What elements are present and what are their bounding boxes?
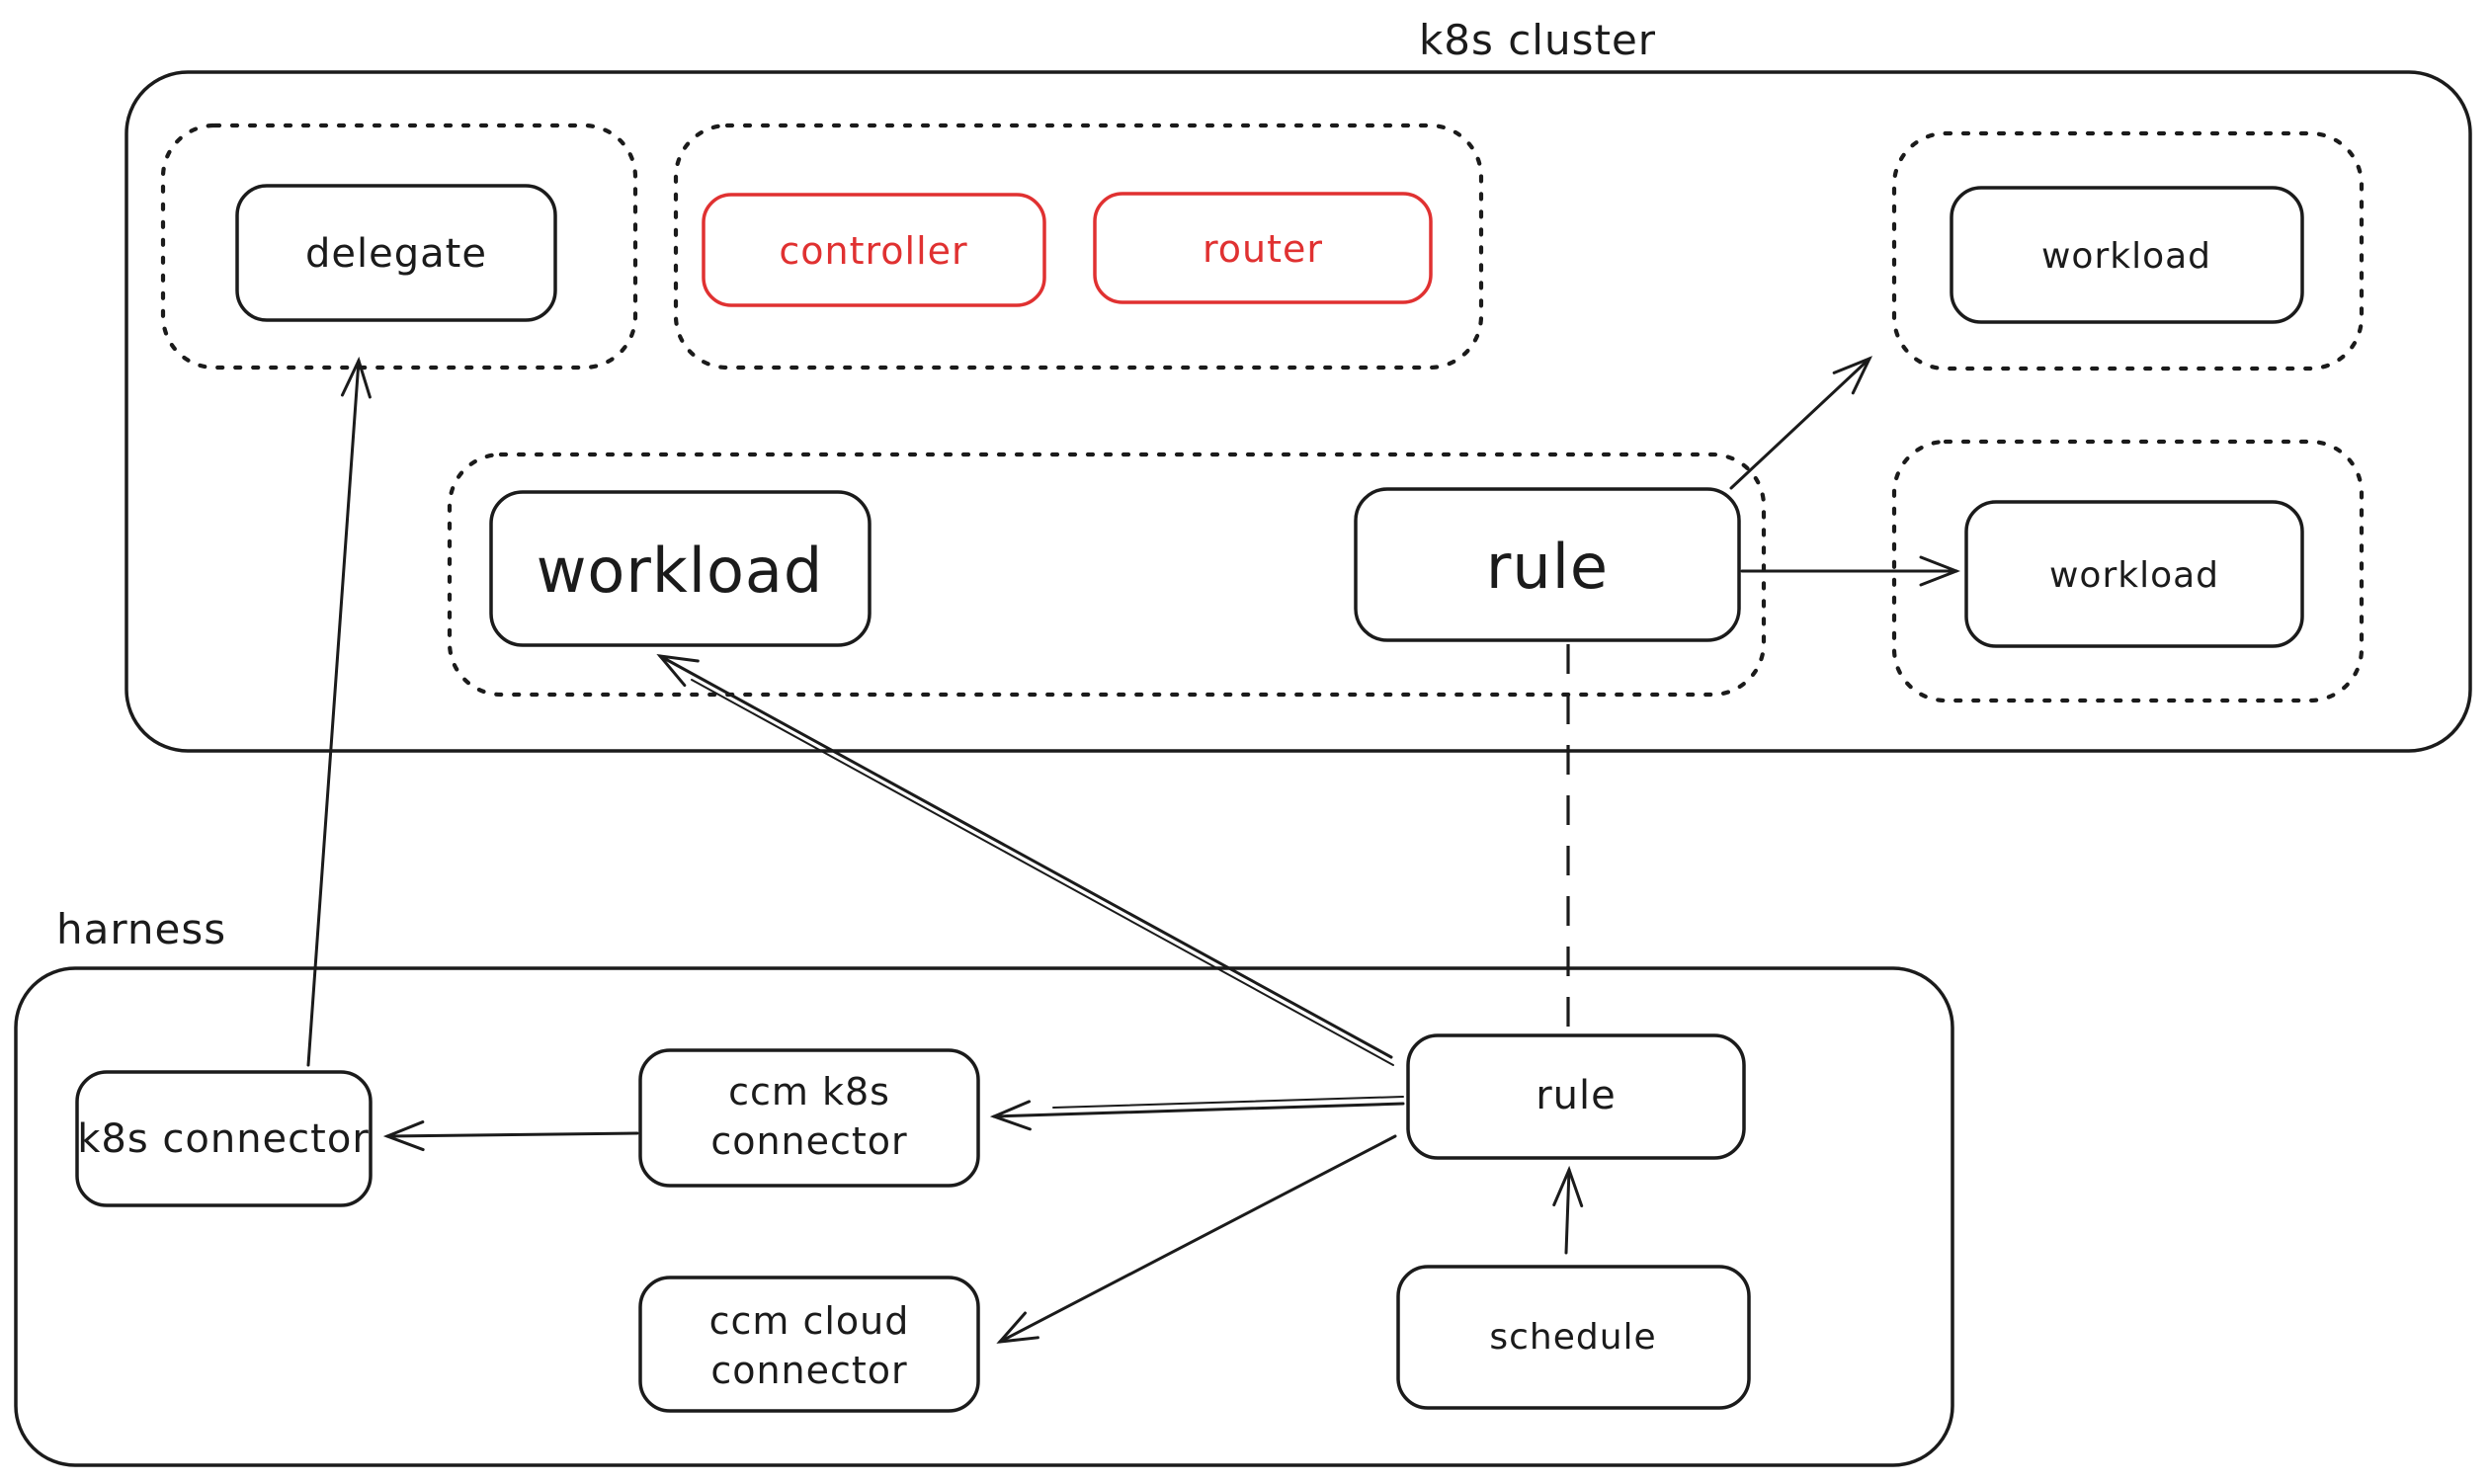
ccm-k8s-connector-label-line1: ccm k8s bbox=[728, 1070, 890, 1113]
ccm-k8s-connector-node bbox=[638, 1048, 980, 1188]
controller-label: controller bbox=[779, 229, 967, 273]
workload-top-right-node bbox=[1950, 186, 2304, 324]
schedule-label: schedule bbox=[1489, 1317, 1656, 1358]
edge-ccm-k8s-connector-to-k8s-connector bbox=[387, 1133, 639, 1136]
edge-rule-harness-to-ccm-cloud-connector bbox=[1000, 1134, 1397, 1342]
delegate-label: delegate bbox=[305, 231, 487, 277]
delegate-node bbox=[235, 184, 557, 322]
rule-k8s-node bbox=[1354, 487, 1741, 642]
edge-rule-harness-to-workload-main-overdraw bbox=[691, 679, 1394, 1066]
workload-bottom-right-node bbox=[1964, 500, 2304, 648]
harness-group bbox=[14, 966, 1954, 1467]
ccm-cloud-connector-label-line1: ccm cloud bbox=[709, 1299, 910, 1343]
router-label: router bbox=[1203, 227, 1323, 271]
ccm-k8s-connector-label-line2: connector bbox=[710, 1119, 907, 1163]
k8s-cluster-label: k8s cluster bbox=[1419, 16, 1656, 64]
controller-node bbox=[702, 193, 1046, 307]
workload-main-label: workload bbox=[537, 535, 824, 607]
schedule-node bbox=[1396, 1265, 1751, 1410]
edge-rule-harness-to-ccm-k8s-connector bbox=[994, 1104, 1405, 1116]
edge-rule-k8s-to-workload-top-right bbox=[1729, 359, 1869, 490]
edge-rule-harness-to-workload-main bbox=[660, 656, 1393, 1059]
rule-harness-node bbox=[1406, 1033, 1746, 1160]
controller-router-dotted-group bbox=[673, 123, 1484, 371]
k8s-cluster-group bbox=[125, 70, 2472, 753]
workload-bottom-right-label: workload bbox=[2049, 555, 2219, 596]
edge-schedule-to-rule-harness bbox=[1566, 1170, 1569, 1255]
workload-rule-dotted-group bbox=[447, 452, 1767, 698]
ccm-cloud-connector-label-line2: connector bbox=[710, 1349, 907, 1392]
workload-top-right-label: workload bbox=[2041, 236, 2211, 277]
k8s-connector-label: k8s connector bbox=[77, 1116, 370, 1162]
ccm-cloud-connector-node bbox=[638, 1276, 980, 1413]
workload-top-right-dotted-group bbox=[1891, 130, 2365, 371]
edge-k8s-connector-to-delegate bbox=[306, 361, 359, 1067]
rule-harness-label: rule bbox=[1536, 1073, 1617, 1118]
workload-main-node bbox=[489, 490, 872, 647]
harness-label: harness bbox=[56, 905, 226, 953]
edge-rule-harness-to-ccm-k8s-connector-overdraw bbox=[1052, 1096, 1404, 1109]
rule-k8s-label: rule bbox=[1486, 531, 1609, 603]
k8s-connector-node bbox=[75, 1070, 373, 1207]
workload-bottom-right-dotted-group bbox=[1891, 439, 2365, 703]
delegate-dotted-group bbox=[160, 123, 638, 371]
router-node bbox=[1093, 192, 1433, 304]
